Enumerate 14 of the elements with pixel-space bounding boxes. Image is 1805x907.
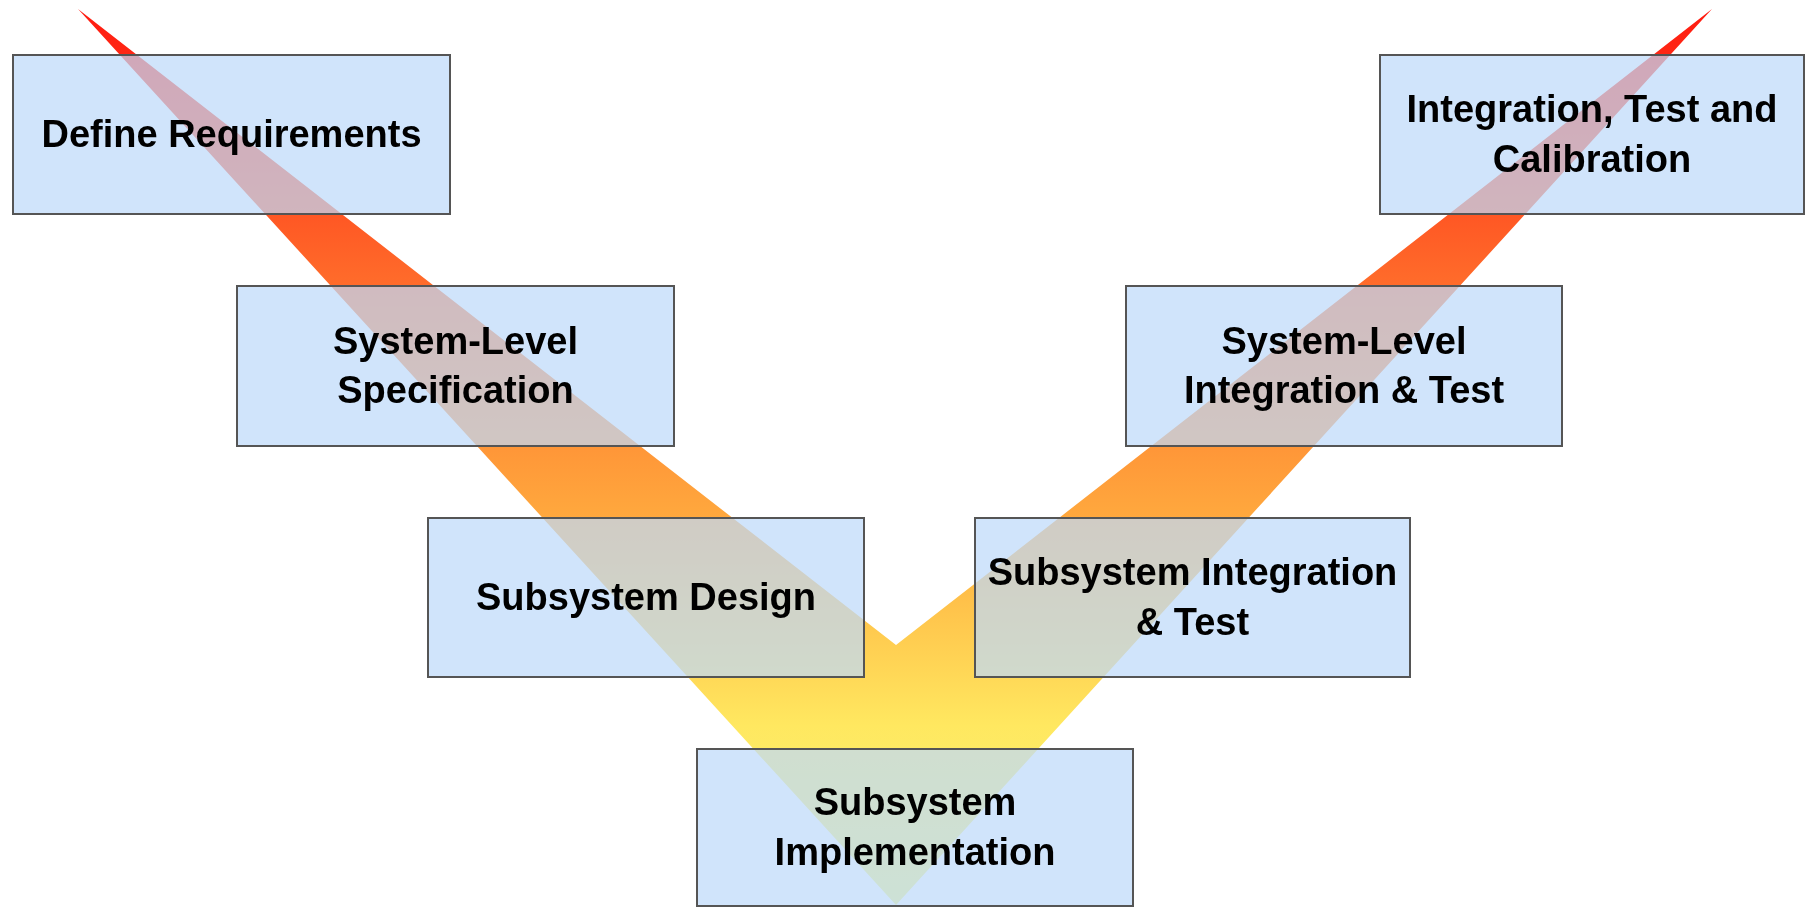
process-box: [1125, 285, 1563, 447]
stage-label: System-Level Integration & Test: [1182, 318, 1506, 413]
stage-label: Subsystem Implementation: [773, 780, 1057, 875]
process-box: [1379, 54, 1805, 215]
process-box: [696, 748, 1134, 907]
process-box: [12, 54, 451, 215]
stage-label: Subsystem Integration & Test: [986, 550, 1399, 645]
stage-label: Subsystem Design: [475, 574, 817, 620]
process-box: [427, 517, 865, 678]
stage-label: Define Requirements: [40, 111, 423, 157]
stage-label: Integration, Test and Calibration: [1405, 87, 1779, 182]
process-box: [236, 285, 675, 447]
process-box: [974, 517, 1411, 678]
stage-label: System-Level Specification: [332, 318, 579, 413]
